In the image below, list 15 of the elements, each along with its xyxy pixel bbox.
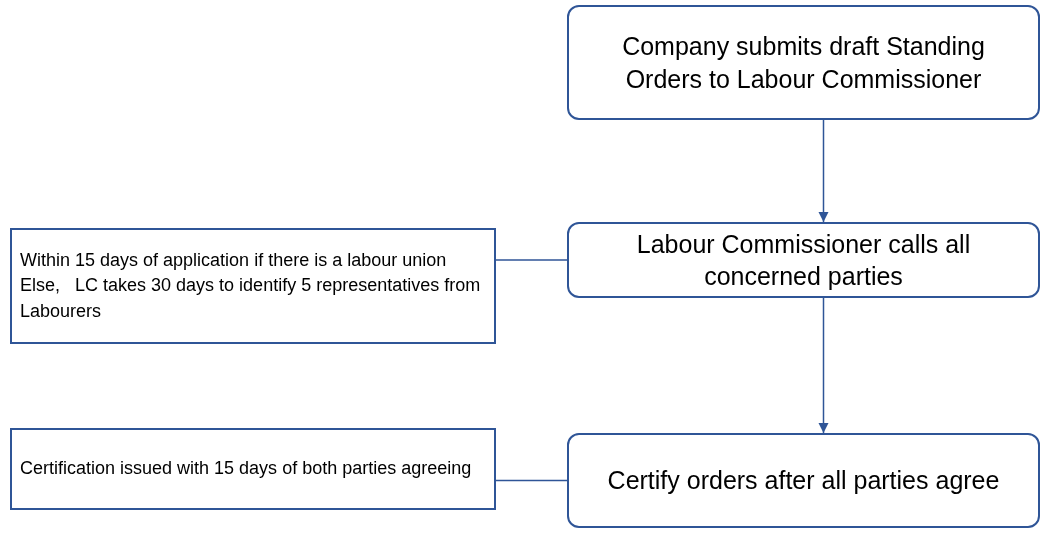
note-box: [10, 228, 496, 344]
note-text: Within 15 days of application if there is a labour union: [20, 249, 448, 273]
process-box: [567, 433, 1040, 528]
connector-line: [495, 259, 568, 261]
connector-line: [495, 479, 568, 482]
note-text: Certification issued with 15 days of both parties agreeing: [20, 457, 473, 481]
note-box: [10, 428, 496, 510]
step-text: Company submits draft Standing Orders to Labour Commissioner: [621, 31, 986, 95]
step-text: Labour Commissioner calls all concerned parties: [635, 228, 972, 292]
step-text: Certify orders after all parties agree: [607, 465, 1000, 497]
process-box: [567, 5, 1040, 120]
process-box: [567, 222, 1040, 298]
arrow: [818, 119, 829, 223]
note-text: Else, LC takes 30 days to identify 5 representatives from Labourers: [20, 274, 482, 323]
arrow: [818, 297, 829, 434]
